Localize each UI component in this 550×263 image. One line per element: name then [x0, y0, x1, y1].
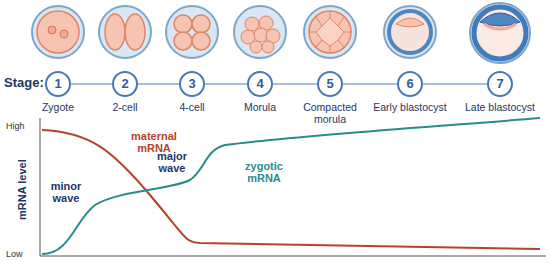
stage-circle: 1Zygote — [45, 71, 71, 97]
stage-name: Morula — [222, 101, 298, 113]
stage-connector — [273, 83, 317, 85]
stage-connector — [205, 83, 247, 85]
text-label: Low — [6, 249, 38, 259]
stage-number: 5 — [319, 73, 341, 95]
late-blastocyst-embryo — [470, 3, 530, 63]
stage-circle: 7Late blastocyst — [487, 71, 513, 97]
text-label: major wave — [152, 150, 192, 174]
morula-embryo — [234, 6, 286, 58]
text-label: zygotic mRNA — [234, 160, 294, 184]
stage-connector — [423, 83, 487, 85]
stage-connector — [71, 83, 112, 85]
stage-circle: 5Compacted morula — [317, 71, 343, 97]
stage-number: 6 — [399, 73, 421, 95]
stage-number: 4 — [249, 73, 271, 95]
text-label: Stage: — [4, 76, 54, 90]
text-label: High — [6, 121, 38, 131]
stage-name: 4-cell — [154, 101, 230, 113]
stage-number: 7 — [489, 73, 511, 95]
stage-number: 1 — [47, 73, 69, 95]
axes — [40, 118, 546, 256]
stage-name: 2-cell — [87, 101, 163, 113]
stage-name: Compacted morula — [292, 101, 368, 125]
stage-circle: 4Morula — [247, 71, 273, 97]
compacted-morula-embryo — [304, 6, 356, 58]
stage-circle: 6Early blastocyst — [397, 71, 423, 97]
four-cell-embryo — [166, 6, 218, 58]
stage-number: 3 — [181, 73, 203, 95]
stage-circle: 34-cell — [179, 71, 205, 97]
two-cell-embryo — [99, 6, 151, 58]
early-blastocyst-embryo — [384, 6, 436, 58]
stage-name: Late blastocyst — [462, 101, 538, 113]
zygotic-curve — [42, 118, 540, 254]
stage-circle: 22-cell — [112, 71, 138, 97]
stage-name: Early blastocyst — [372, 101, 448, 113]
stage-connector — [343, 83, 397, 85]
maternal-curve — [42, 130, 540, 249]
axis-title: mRNA level — [16, 160, 28, 220]
zygote-embryo — [32, 6, 84, 58]
text-label: minor wave — [46, 180, 86, 204]
stage-connector — [138, 83, 179, 85]
stage-number: 2 — [114, 73, 136, 95]
stage-name: Zygote — [20, 101, 96, 113]
